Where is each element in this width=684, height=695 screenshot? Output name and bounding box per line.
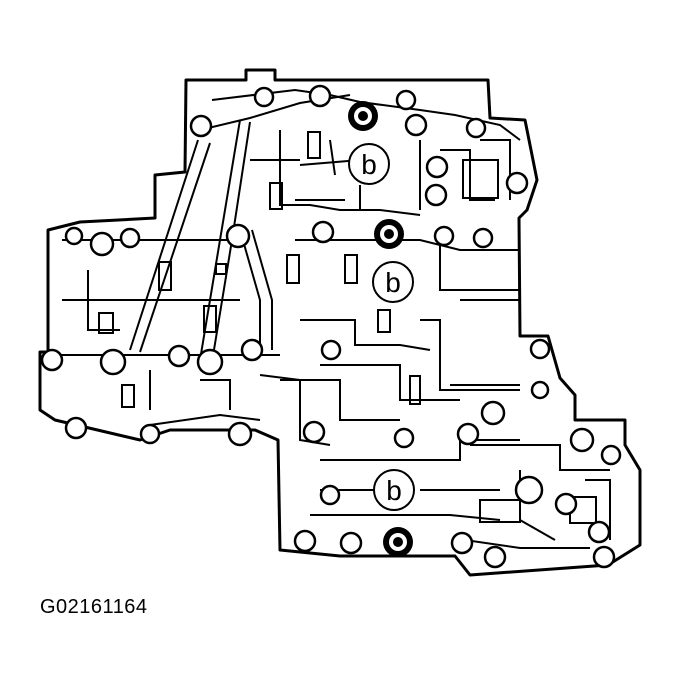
- valve-body-outline: [38, 68, 642, 577]
- callout-3: b: [373, 469, 415, 511]
- callout-label: b: [361, 149, 377, 180]
- highlighted-bolts: [348, 101, 413, 557]
- callout-label: b: [385, 267, 401, 298]
- callout-1: b: [348, 143, 390, 185]
- figure-id-label: G02161164: [40, 596, 148, 618]
- callout-2: b: [372, 261, 414, 303]
- bolt-holes: [40, 84, 622, 569]
- highlighted-bolt: [383, 527, 413, 557]
- callout-label: b: [386, 475, 402, 506]
- highlighted-bolt: [374, 219, 404, 249]
- port-rects: [98, 131, 597, 524]
- highlighted-bolt: [348, 101, 378, 131]
